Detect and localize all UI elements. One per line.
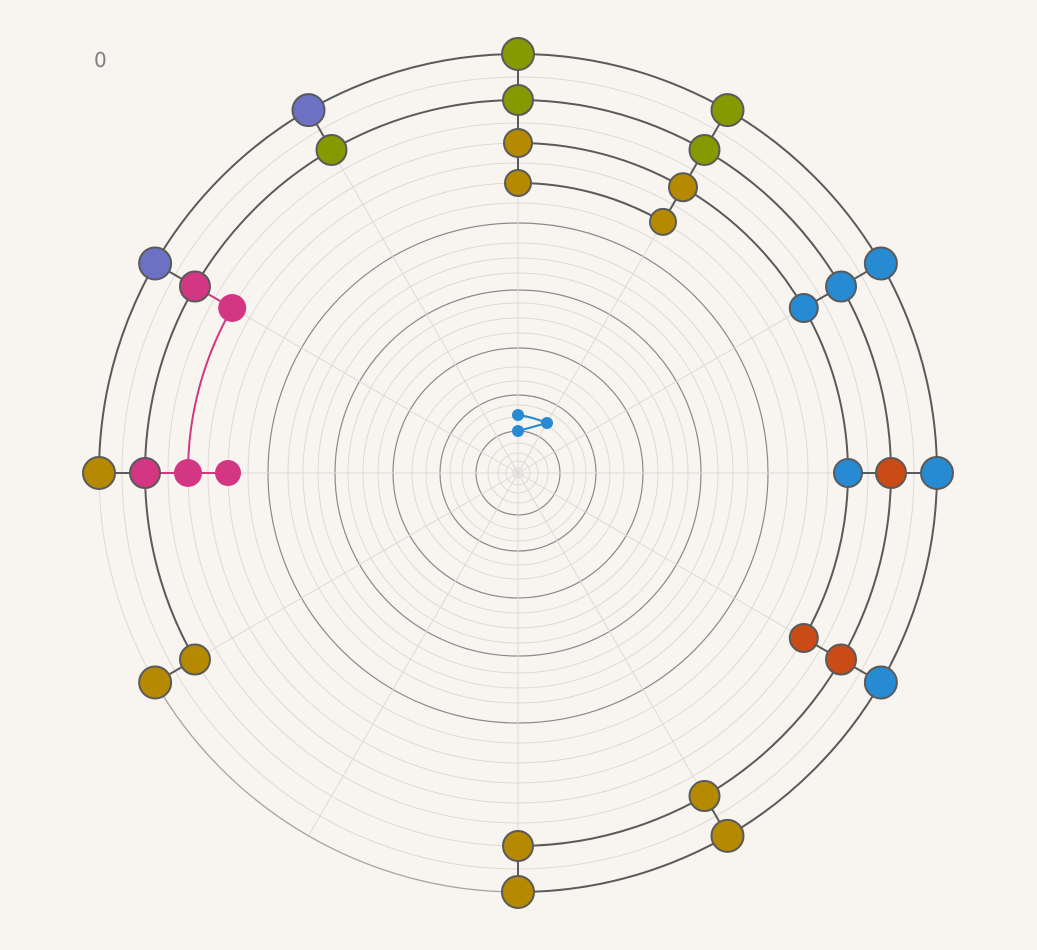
event-marker[interactable] [875,457,907,489]
event-marker[interactable] [788,623,819,653]
track-arc [517,182,664,223]
inner-cluster [512,409,553,437]
event-marker[interactable] [825,643,858,676]
event-marker[interactable] [710,818,745,853]
event-marker[interactable] [833,458,863,488]
event-marker[interactable] [315,133,348,166]
event-marker[interactable] [502,830,534,862]
event-marker[interactable] [825,270,858,303]
event-marker[interactable] [502,84,534,116]
event-marker[interactable] [174,459,202,487]
event-marker[interactable] [504,169,532,197]
event-marker[interactable] [688,133,721,166]
track-arc [517,142,849,639]
track-arc [154,682,519,893]
track-arc [98,53,519,474]
sector-spoke [308,472,519,837]
event-marker[interactable] [863,246,898,281]
event-marker[interactable] [291,93,326,128]
event-marker[interactable] [501,875,535,909]
event-marker[interactable] [863,665,898,700]
sector-spoke [517,472,728,837]
inner-marker[interactable] [541,417,553,429]
event-marker[interactable] [503,128,533,158]
inner-marker[interactable] [512,409,524,421]
event-marker[interactable] [788,293,819,323]
event-marker[interactable] [218,294,247,322]
event-marker[interactable] [688,780,721,813]
event-marker[interactable] [82,456,116,490]
inner-marker[interactable] [512,425,524,437]
event-marker[interactable] [215,460,241,486]
event-marker[interactable] [501,37,535,71]
counter-label: 0 [94,48,107,72]
track-arc [187,307,234,474]
event-marker[interactable] [178,270,211,303]
event-marker[interactable] [129,457,161,489]
sector-spoke [154,472,519,683]
event-marker[interactable] [710,93,745,128]
event-marker[interactable] [668,172,698,203]
event-marker[interactable] [138,246,173,281]
event-marker[interactable] [178,643,211,676]
event-marker[interactable] [138,665,173,700]
event-markers [82,37,954,909]
event-marker[interactable] [649,207,677,236]
sector-spoke [308,109,519,474]
event-marker[interactable] [920,456,954,490]
